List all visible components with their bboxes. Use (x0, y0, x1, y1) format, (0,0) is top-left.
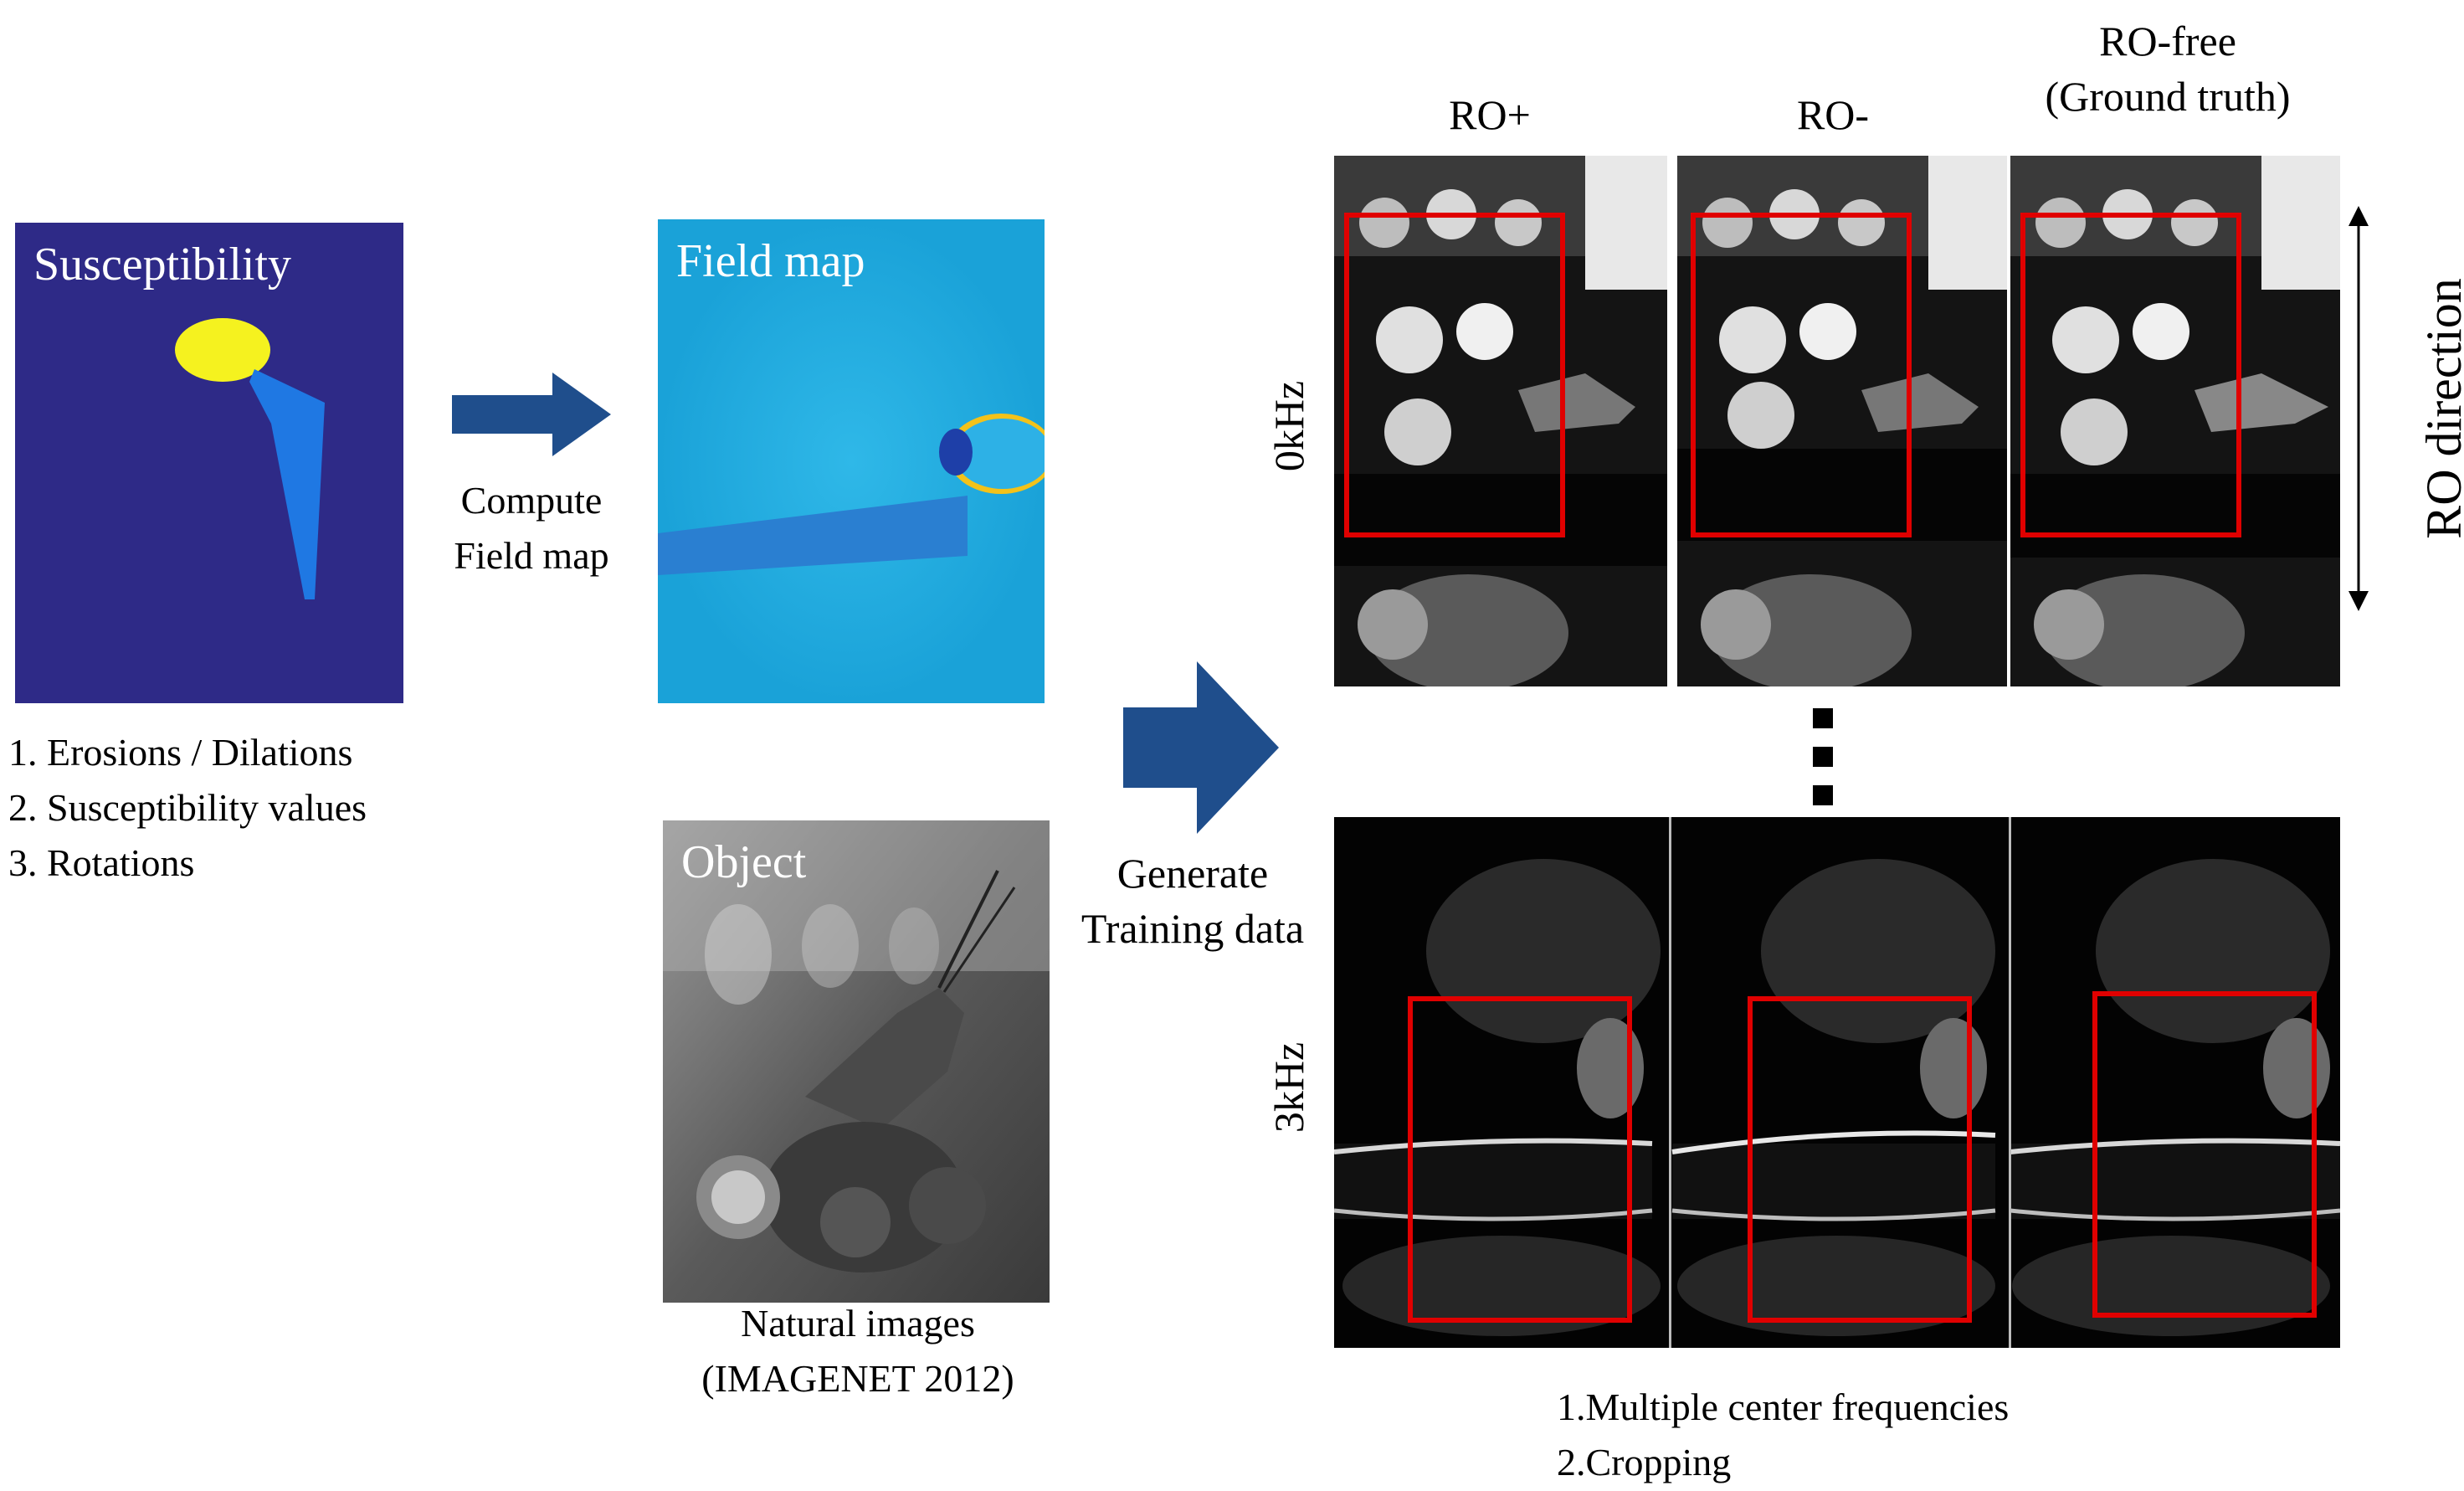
object-caption-2: (IMAGENET 2012) (701, 1357, 1014, 1400)
crop-box-3khz-ro-plus (1408, 996, 1632, 1323)
compute-arrow-icon (452, 373, 611, 456)
notes: 1.Multiple center frequencies 2.Cropping (1557, 1380, 2009, 1490)
column-header-ro-minus: RO- (1796, 91, 1870, 138)
object-label: Object (681, 836, 807, 888)
separator-2 (2009, 817, 2011, 1348)
susceptibility-steps: 1. Erosions / Dilations 2. Susceptibilit… (8, 725, 367, 891)
compute-line-2: Field map (454, 534, 609, 577)
note-2: 2.Cropping (1557, 1441, 1732, 1483)
panel-0khz-ro-plus (1334, 156, 1667, 686)
panel-0khz-ro-free (2010, 156, 2340, 686)
ellipsis-dot-3 (1813, 785, 1833, 805)
panel-3khz-strip (1334, 817, 2340, 1348)
step-1: 1. Erosions / Dilations (8, 731, 353, 774)
separator-1 (1669, 817, 1671, 1348)
ellipsis-dot-1 (1813, 708, 1833, 728)
generate-arrow-label: Generate Training data (1059, 846, 1327, 956)
panel-0khz-ro-minus (1677, 156, 2007, 686)
step-2: 2. Susceptibility values (8, 786, 367, 829)
generate-line-1: Generate (1116, 850, 1269, 897)
crop-box-0khz-ro-minus (1691, 213, 1912, 537)
crop-box-3khz-ro-free (2092, 991, 2317, 1318)
object-panel: Object (663, 820, 1050, 1303)
column-header-ro-plus: RO+ (1449, 91, 1531, 138)
compute-arrow-label: Compute Field map (418, 473, 644, 584)
ro-direction-label: RO direction (2416, 278, 2464, 539)
row-label-3khz: 3kHz (1265, 1041, 1312, 1134)
susceptibility-shape (175, 318, 325, 599)
generate-arrow-icon (1123, 661, 1279, 834)
object-caption: Natural images (IMAGENET 2012) (636, 1296, 1080, 1406)
crop-box-0khz-ro-free (2020, 213, 2241, 537)
susceptibility-label: Susceptibility (33, 239, 291, 290)
column-header-ro-free: RO-free (Ground truth) (2009, 13, 2327, 124)
susceptibility-panel: Susceptibility (15, 223, 403, 703)
ellipsis-dot-2 (1813, 747, 1833, 767)
generate-line-2: Training data (1081, 905, 1305, 952)
ro-free-line-1: RO-free (2099, 18, 2236, 64)
compute-line-1: Compute (460, 479, 603, 522)
ro-free-line-2: (Ground truth) (2045, 73, 2291, 120)
field-map-label: Field map (676, 235, 865, 287)
field-map-panel: Field map (658, 219, 1045, 703)
field-map-shape (658, 219, 1045, 703)
ro-direction-double-arrow-icon (2348, 206, 2369, 611)
object-caption-1: Natural images (741, 1302, 975, 1344)
crop-box-0khz-ro-plus (1344, 213, 1565, 537)
step-3: 3. Rotations (8, 841, 195, 884)
note-1: 1.Multiple center frequencies (1557, 1386, 2010, 1428)
crop-box-3khz-ro-minus (1748, 996, 1972, 1323)
row-label-0khz: 0kHz (1265, 380, 1312, 472)
grasshopper-image (663, 820, 1050, 1303)
